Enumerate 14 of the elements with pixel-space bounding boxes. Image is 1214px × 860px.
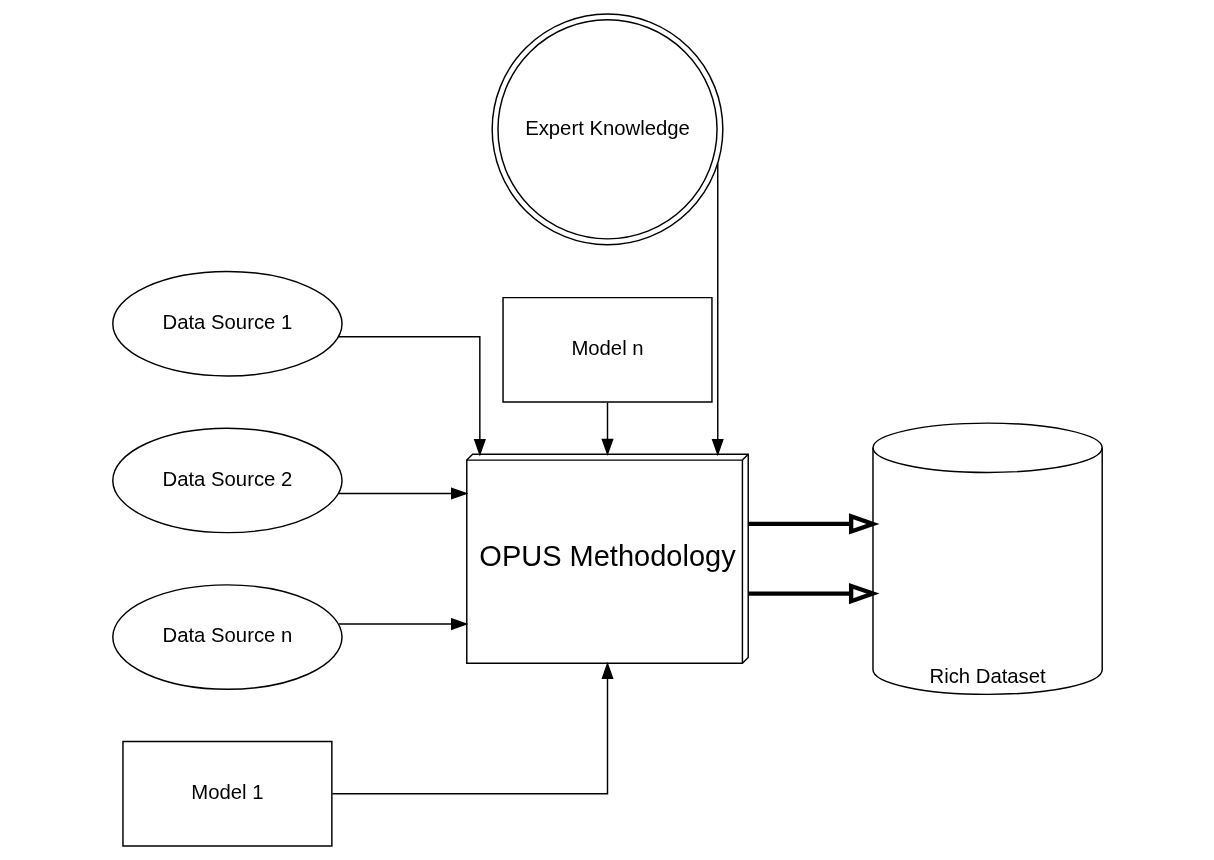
arrow [337,617,468,631]
node-ellipse: Data Source n [111,584,343,691]
arrow [600,401,614,457]
arrow [748,513,879,535]
node-ellipse: Data Source 2 [111,427,343,534]
arrow [748,582,879,605]
arrow [337,487,468,500]
node-ellipse: Data Source 1 [111,270,343,377]
arrow [337,336,486,457]
node-box: Model n [501,296,713,403]
arrow [711,162,724,457]
arrow [331,661,614,795]
node-circle: Expert Knowledge [490,13,724,246]
node-box: Model 1 [121,740,333,847]
